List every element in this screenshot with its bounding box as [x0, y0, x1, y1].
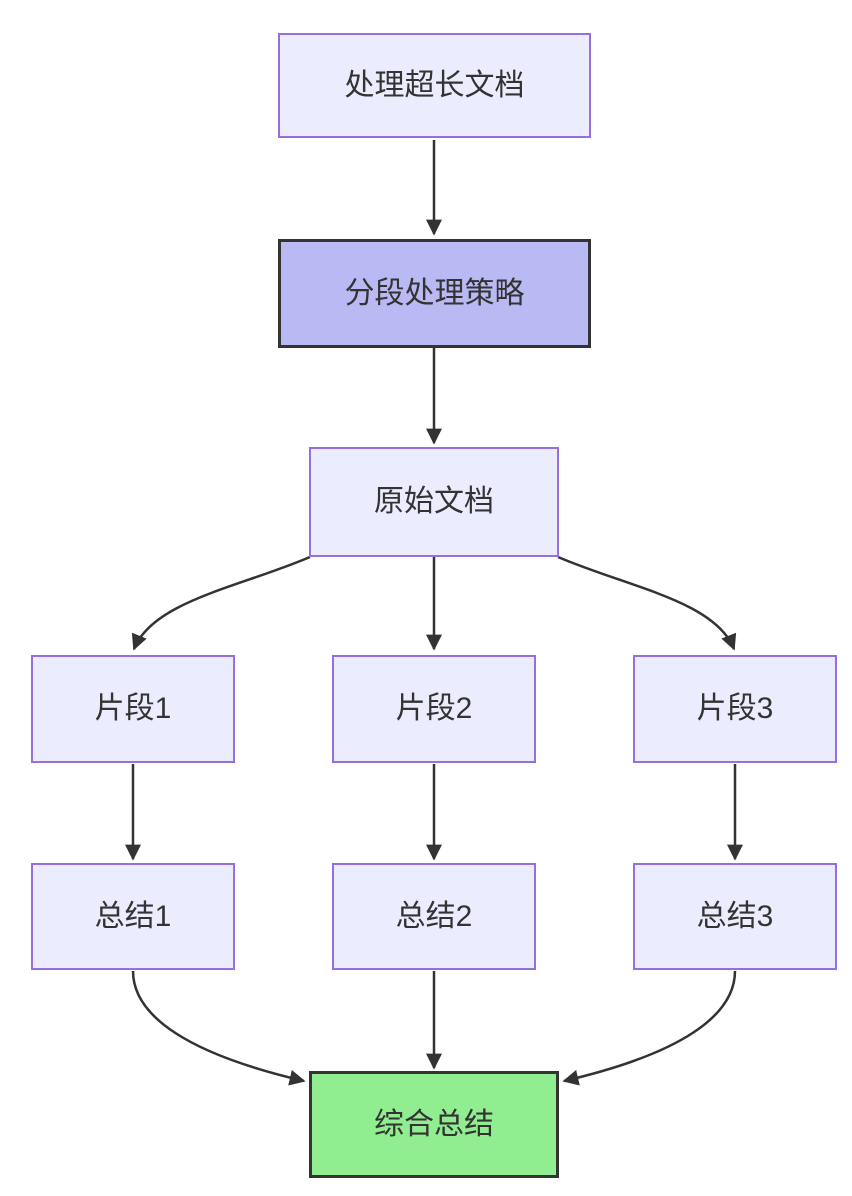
edge-summary-3-to-combined [562, 970, 737, 1086]
node-summary-3: 总结3 [633, 863, 837, 970]
node-segmentation-strategy: 分段处理策略 [278, 239, 591, 348]
node-summary-2: 总结2 [332, 863, 536, 970]
edge-original-to-segment-1 [131, 555, 311, 651]
node-original-document: 原始文档 [309, 447, 559, 557]
node-combined-summary: 综合总结 [309, 1071, 559, 1178]
node-segment-2: 片段2 [332, 655, 536, 763]
edge-original-to-segment-3 [557, 555, 737, 651]
node-segment-3: 片段3 [633, 655, 837, 763]
node-segment-1: 片段1 [31, 655, 235, 763]
node-process-long-document: 处理超长文档 [278, 33, 591, 138]
node-summary-1: 总结1 [31, 863, 235, 970]
edge-summary-1-to-combined [131, 970, 306, 1086]
